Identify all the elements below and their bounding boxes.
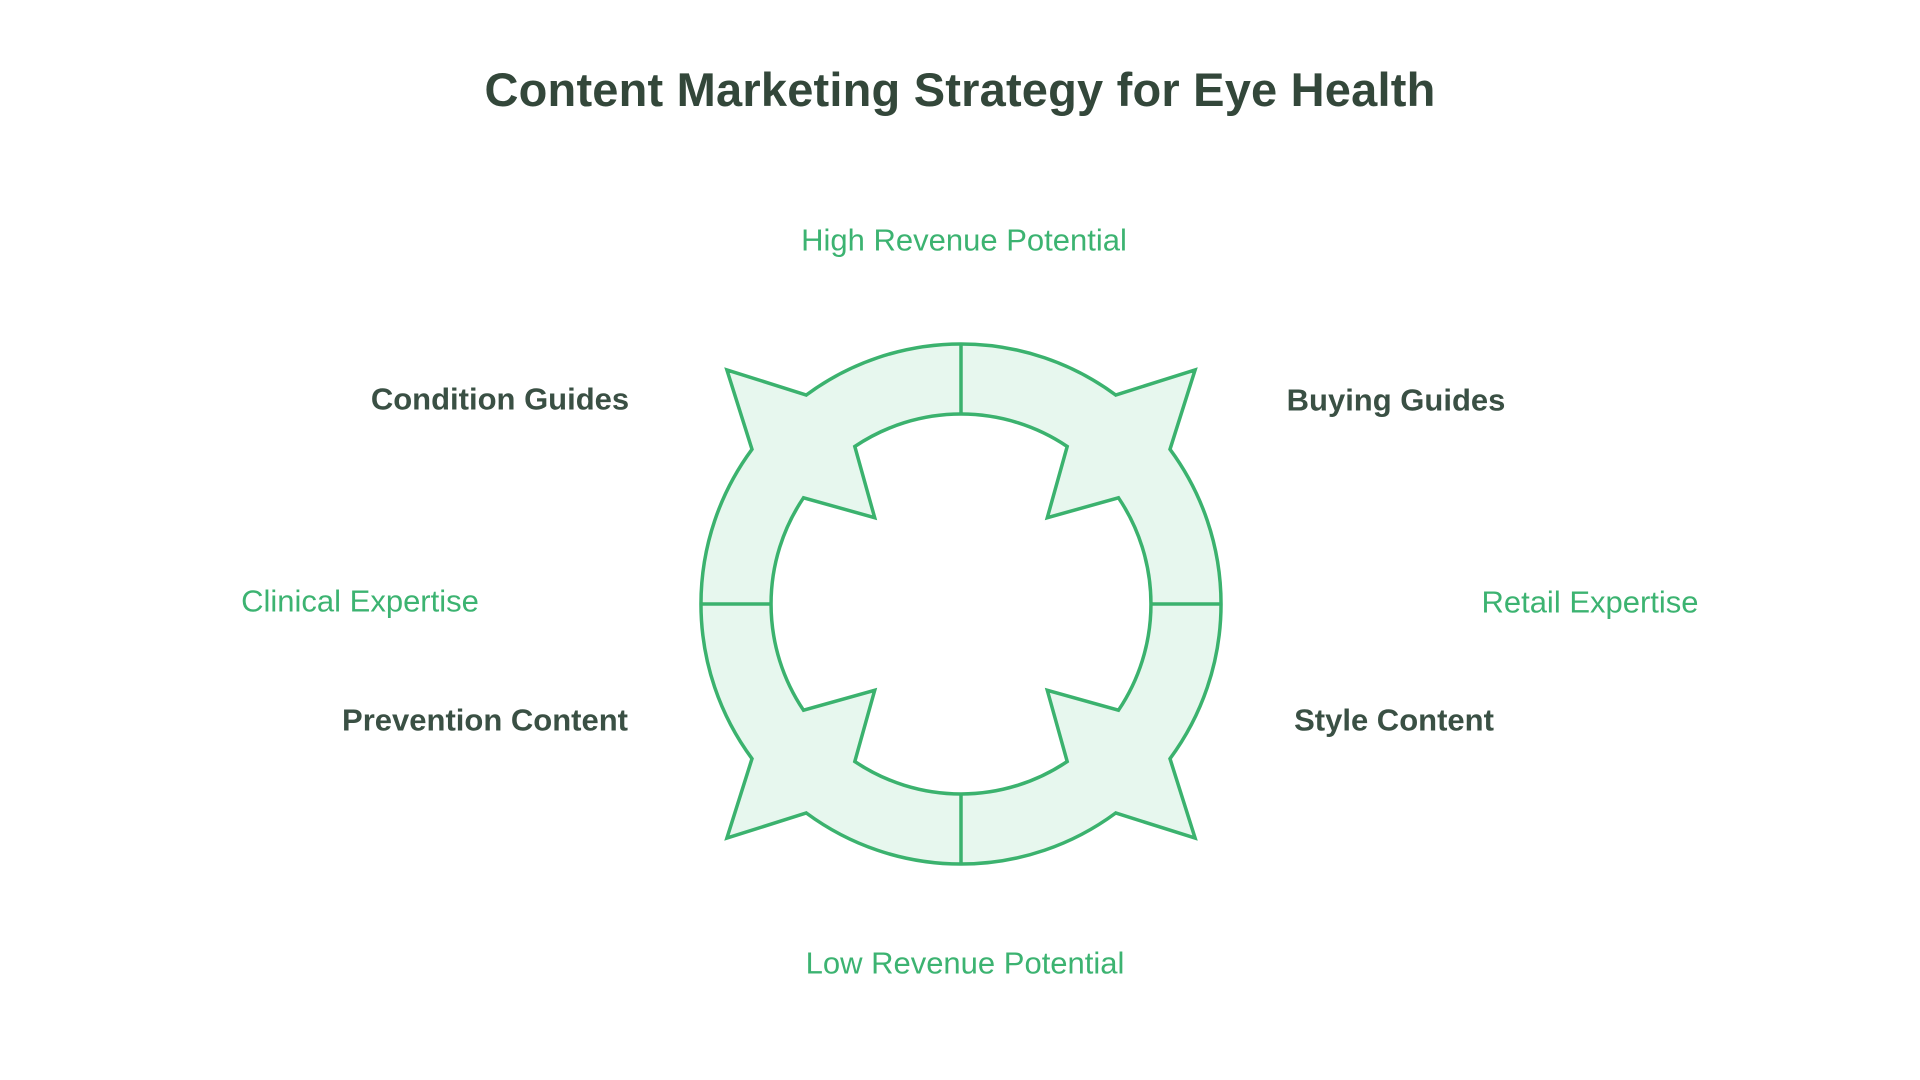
segment-divider-lines bbox=[701, 344, 1221, 864]
axis-label-low-revenue-potential: Low Revenue Potential bbox=[805, 945, 1125, 981]
quadrant-label-style-content: Style Content bbox=[1294, 702, 1494, 738]
quadrant-label-prevention-content: Prevention Content bbox=[342, 702, 628, 738]
cycle-ring-shape bbox=[699, 342, 1223, 866]
axis-label-high-revenue-potential: High Revenue Potential bbox=[801, 222, 1127, 258]
quadrant-label-buying-guides: Buying Guides bbox=[1286, 382, 1506, 418]
quadrant-label-condition-guides: Condition Guides bbox=[370, 381, 630, 417]
axis-label-clinical-expertise: Clinical Expertise bbox=[241, 583, 479, 619]
axis-label-retail-expertise: Retail Expertise bbox=[1481, 584, 1699, 620]
diagram-title: Content Marketing Strategy for Eye Healt… bbox=[484, 63, 1436, 116]
